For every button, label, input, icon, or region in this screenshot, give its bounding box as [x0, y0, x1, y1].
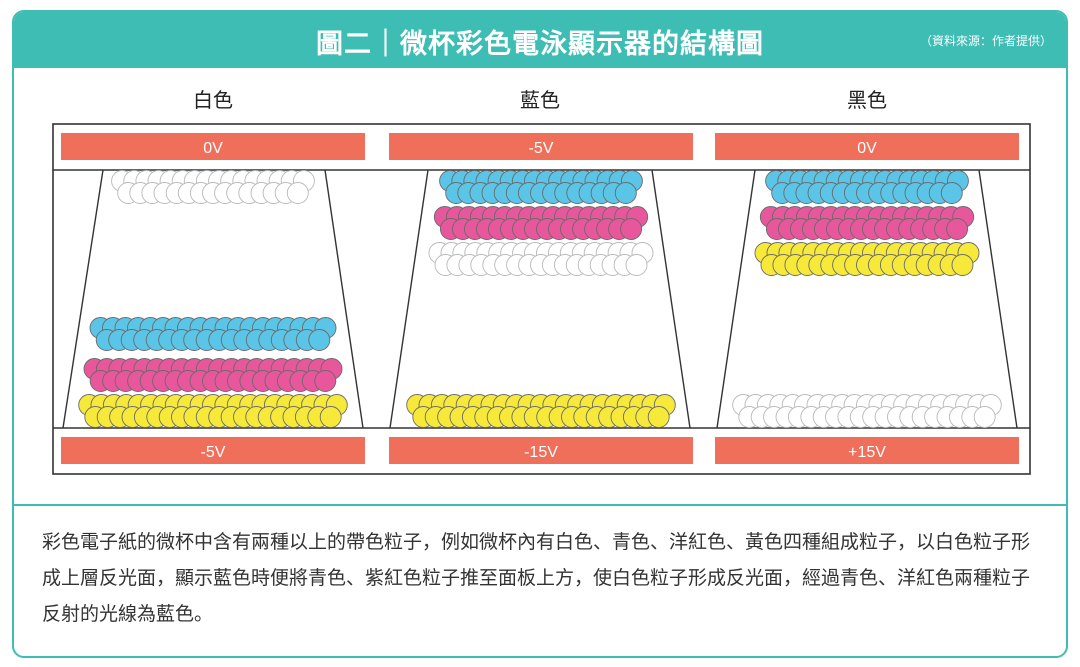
magenta-particle — [314, 370, 337, 392]
white-particle — [973, 406, 996, 428]
bottom-voltage-black: +15V — [848, 444, 886, 461]
bottom-voltage-blue: -15V — [524, 444, 558, 461]
figure-caption: 彩色電子紙的微杯中含有兩種以上的帶色粒子，例如微杯內有白色、青色、洋紅色、黃色四… — [42, 531, 1031, 625]
figure-frame: 圖二｜微杯彩色電泳顯示器的結構圖 （資料來源：作者提供） 彩色電子紙的微杯中含有… — [12, 10, 1068, 658]
particle-group-blue — [406, 170, 676, 428]
top-voltage-blue: -5V — [529, 140, 554, 157]
yellow-particle — [647, 406, 670, 428]
particle-group-black — [732, 170, 1002, 428]
cyan-particle — [614, 182, 637, 204]
microcup-wall-blue-right — [651, 169, 691, 429]
column-label-white: 白色 — [193, 88, 233, 112]
caption-divider — [14, 504, 1066, 506]
white-particle — [625, 254, 648, 276]
magenta-particle — [946, 218, 969, 240]
bottom-electrode-blue — [389, 437, 693, 464]
figure-header: 圖二｜微杯彩色電泳顯示器的結構圖 （資料來源：作者提供） — [14, 12, 1066, 68]
particle-group-white — [78, 170, 348, 428]
microcup-wall-white — [62, 169, 104, 429]
microcup-wall-black-right — [978, 169, 1018, 429]
magenta-particle — [620, 218, 643, 240]
microcup-wall-white-right — [324, 169, 364, 429]
cyan-particle — [940, 182, 963, 204]
yellow-particle — [319, 406, 342, 428]
bottom-voltage-white: -5V — [201, 444, 226, 461]
display-panel-outline — [52, 123, 1031, 475]
top-electrode-black — [715, 133, 1019, 160]
yellow-particle — [951, 254, 974, 276]
bottom-electrode-black — [715, 437, 1019, 464]
bottom-electrode-white — [61, 437, 365, 464]
top-voltage-black: 0V — [857, 140, 877, 157]
figure-title: 圖二｜微杯彩色電泳顯示器的結構圖 — [316, 29, 764, 60]
top-voltage-white: 0V — [203, 140, 223, 157]
microcup-wall-black-left — [716, 169, 756, 429]
column-label-black: 黑色 — [847, 88, 887, 112]
column-label-blue: 藍色 — [520, 88, 560, 112]
microcup-wall-blue-left — [389, 169, 429, 429]
top-electrode-blue — [389, 133, 693, 160]
cyan-particle — [308, 329, 331, 351]
top-electrode-white — [61, 133, 365, 160]
white-particle — [286, 182, 309, 204]
figure-source: （資料來源：作者提供） — [919, 34, 1052, 48]
